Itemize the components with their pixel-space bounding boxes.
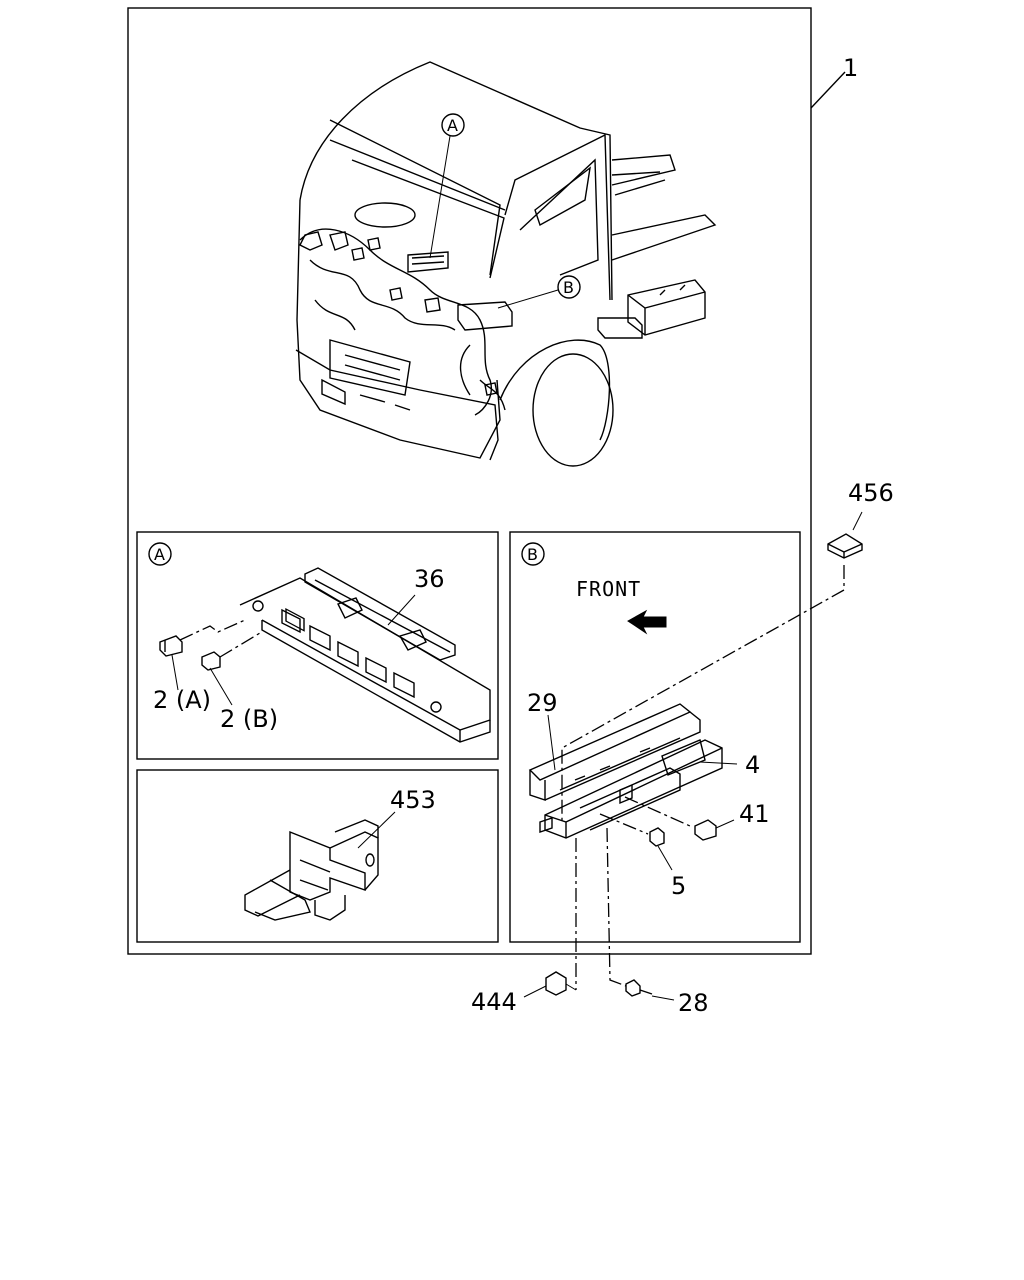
dash-2b <box>219 632 261 658</box>
front-arrow-icon <box>627 609 667 635</box>
outer-frame <box>127 7 812 955</box>
label-41: 41 <box>739 800 770 828</box>
label-1-group: 1 <box>810 54 858 109</box>
label-36: 36 <box>414 565 445 593</box>
callout-b-truck-letter: B <box>563 278 574 297</box>
truck-illustration <box>295 61 717 467</box>
label-444: 444 <box>471 988 517 1016</box>
connector-2a <box>159 635 183 657</box>
panel-453-frame <box>136 769 499 943</box>
panel-a-letter: A <box>154 545 165 564</box>
dash-456 <box>561 565 845 822</box>
label-453-group: 453 <box>357 786 436 849</box>
panel-a-frame <box>136 531 499 760</box>
label-2a: 2 (A) <box>153 686 211 714</box>
callout-a-truck: A <box>429 113 465 259</box>
callout-b-truck: B <box>497 275 581 309</box>
panel-b-letter: B <box>527 545 538 564</box>
dash-28 <box>606 827 627 987</box>
dash-41 <box>624 796 691 827</box>
panel-b-callout: B <box>521 542 545 566</box>
connector-2b <box>201 651 221 671</box>
dash-5 <box>599 813 649 835</box>
panel-a-callout: A <box>148 542 172 566</box>
relay-bracket <box>528 703 723 839</box>
label-4: 4 <box>745 751 760 779</box>
label-1: 1 <box>843 54 858 82</box>
front-label: FRONT <box>576 577 641 601</box>
panel-b-frame <box>509 531 801 943</box>
fuse-block-36 <box>239 567 491 743</box>
callout-a-truck-letter: A <box>447 116 458 135</box>
label-28: 28 <box>678 989 709 1017</box>
label-456: 456 <box>848 479 894 507</box>
bolt-28 <box>625 979 653 997</box>
clip-444 <box>545 971 567 996</box>
part-456 <box>827 533 863 559</box>
label-36-group: 36 <box>387 565 445 626</box>
connector-5 <box>649 827 665 847</box>
label-5: 5 <box>671 872 686 900</box>
label-29: 29 <box>527 689 558 717</box>
connector-41 <box>694 819 717 841</box>
bracket-453 <box>244 819 379 921</box>
label-2b: 2 (B) <box>220 705 278 733</box>
label-453: 453 <box>390 786 436 814</box>
dash-2a <box>179 619 246 641</box>
